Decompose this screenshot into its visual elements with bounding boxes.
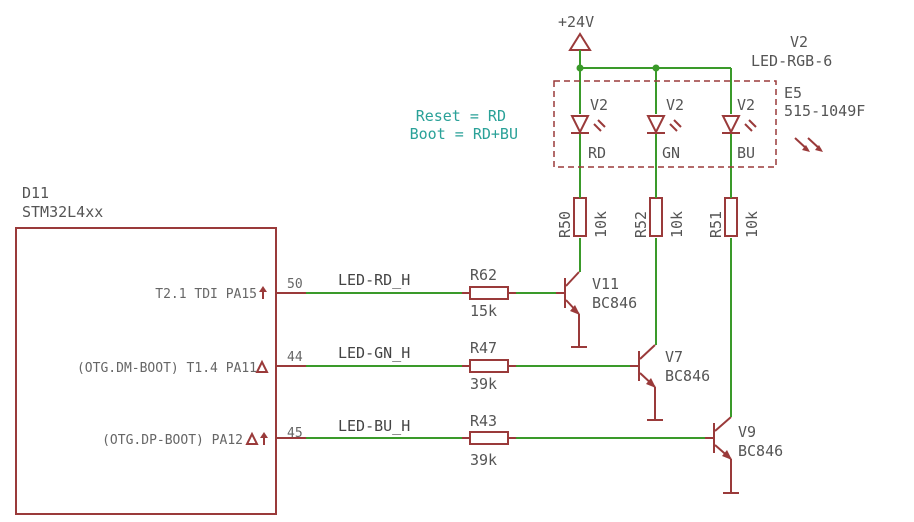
resistor-r51-ref: R51 [707,211,725,238]
transistor-v11-value: BC846 [592,294,637,312]
led-cathode-wires [579,134,732,198]
resistor-r43: R43 39k [462,412,516,469]
transistor-v11-ref: V11 [592,275,619,293]
note-line-reset: Reset = RD [416,107,506,125]
resistor-r62-value: 15k [470,302,497,320]
pin-bidir-triangle-icon [255,359,269,373]
resistor-r51: R51 10k [707,197,761,238]
mcu-block: D11 STM32L4xx T2.1 TDI PA15 (OTG.DM-BOOT… [15,184,306,515]
pin-number-45: 45 [287,426,303,441]
collector-wires [579,238,732,417]
resistor-r50: R50 10k [556,197,610,238]
note-line-boot: Boot = RD+BU [410,125,518,143]
led-value: LED-RGB-6 [751,52,832,70]
resistor-r51-value: 10k [743,211,761,238]
resistor-r50-value: 10k [592,211,610,238]
mcu-pin-pa15-label: T2.1 TDI PA15 [155,287,257,302]
mcu-ref: D11 [22,184,49,202]
led-segment-bu-ref: V2 [737,96,755,114]
transistor-v11: V11 BC846 [556,271,637,348]
led-segment-gn: V2 GN [646,96,684,162]
transistor-v9: V9 BC846 [705,416,783,494]
pin-number-44: 44 [287,350,303,365]
led-part-number: 515-1049F [784,102,865,120]
resistor-r62: R62 15k [462,266,516,320]
resistor-r52: R52 10k [632,197,686,238]
resistor-r47-ref: R47 [470,339,497,357]
transistor-v7-ref: V7 [665,348,683,366]
resistor-r47-value: 39k [470,375,497,393]
mcu-pin-pa11-label: (OTG.DM-BOOT) T1.4 PA11 [77,361,257,376]
junction-dot [576,64,584,72]
pin-bidir-triangle-icon [245,431,259,445]
net-label-gn: LED-GN_H [338,344,410,362]
led-ref: V2 [790,33,808,51]
resistor-r62-ref: R62 [470,266,497,284]
led-segment-rd-color: RD [588,144,606,162]
led-segment-rd: V2 RD [570,96,608,162]
led-segment-bu-color: BU [737,144,755,162]
power-triangle-icon [568,32,592,51]
resistor-r43-ref: R43 [470,412,497,430]
rgb-led: V2 LED-RGB-6 E5 515-1049F V2 RD V2 GN [553,33,865,168]
led-segment-bu: V2 BU [721,96,757,162]
net-label-bu: LED-BU_H [338,417,410,435]
transistor-v9-value: BC846 [738,442,783,460]
mcu-pin-pa12-label: (OTG.DP-BOOT) PA12 [102,433,243,448]
power-supply: +24V [558,13,732,114]
net-label-rd: LED-RD_H [338,271,410,289]
light-emission-icon [794,137,823,152]
led-segment-gn-ref: V2 [666,96,684,114]
transistor-v9-ref: V9 [738,423,756,441]
transistor-v7-value: BC846 [665,367,710,385]
resistor-r52-ref: R52 [632,211,650,238]
resistor-r47: R47 39k [462,339,516,393]
mcu-body [15,227,277,515]
pin-arrow-up-icon [259,286,267,299]
led-block-ref: E5 [784,84,802,102]
mcu-value: STM32L4xx [22,203,103,221]
pin-arrow-up-icon [260,432,268,445]
led-package-outline [553,80,777,168]
transistor-v7: V7 BC846 [630,344,710,421]
net-wires [306,292,705,439]
power-label: +24V [558,13,594,31]
resistor-r52-value: 10k [668,211,686,238]
led-segment-rd-ref: V2 [590,96,608,114]
junction-dot [652,64,660,72]
resistor-r43-value: 39k [470,451,497,469]
resistor-r50-ref: R50 [556,211,574,238]
led-segment-gn-color: GN [662,144,680,162]
pin-number-50: 50 [287,277,303,292]
